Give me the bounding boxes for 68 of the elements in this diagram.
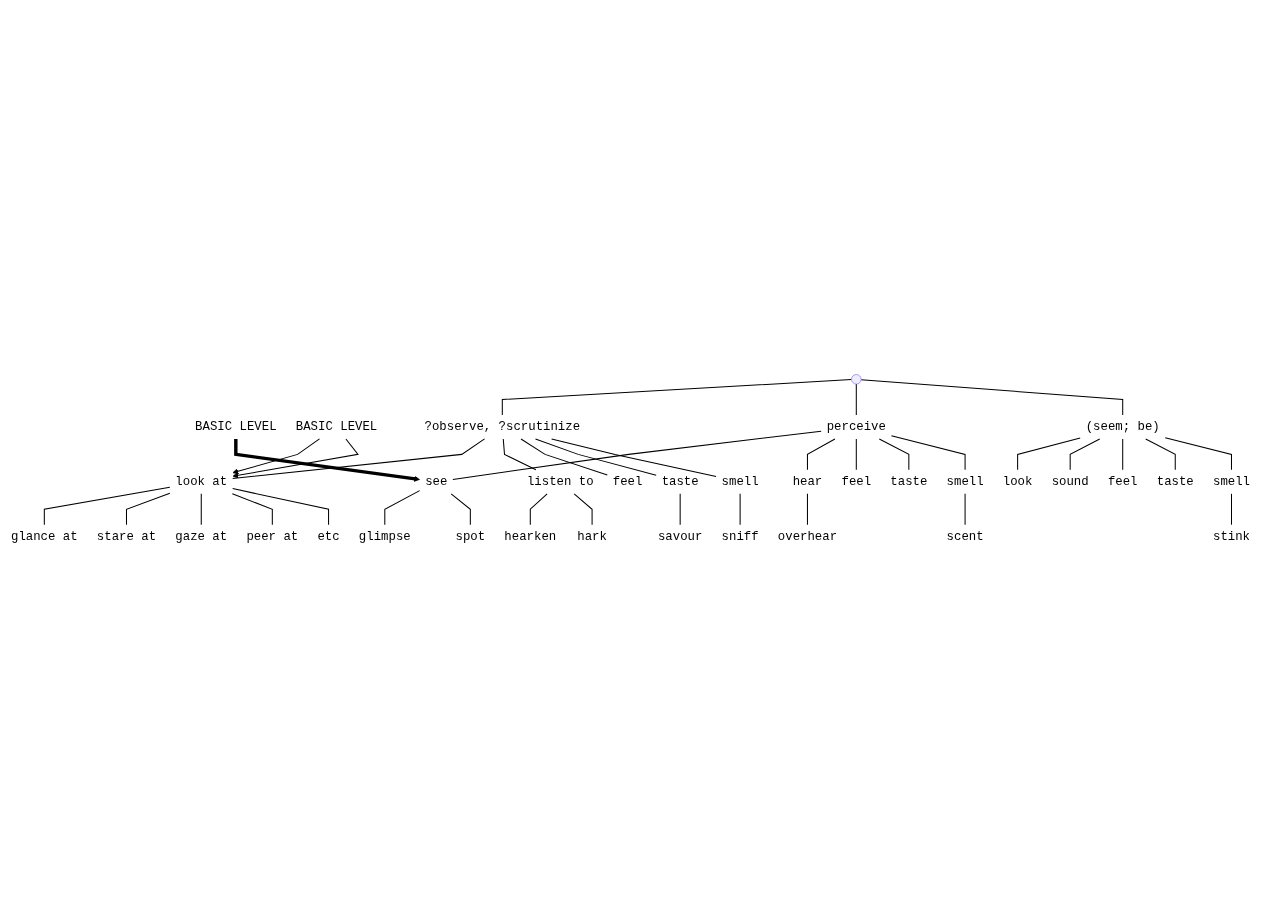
connector bbox=[502, 438, 537, 471]
node-text: smell bbox=[946, 475, 984, 489]
connector bbox=[452, 431, 822, 481]
node-text: savour bbox=[657, 529, 703, 544]
node-text: BASIC LEVEL bbox=[195, 420, 277, 434]
connector bbox=[551, 438, 717, 478]
connector bbox=[501, 379, 852, 416]
connector bbox=[384, 490, 421, 526]
connector bbox=[860, 379, 1124, 416]
node-text: BASIC LEVEL bbox=[295, 420, 378, 434]
node-text: hark bbox=[577, 529, 607, 544]
connector bbox=[43, 487, 171, 526]
connector bbox=[855, 384, 857, 416]
connector bbox=[520, 438, 608, 476]
connector bbox=[1145, 438, 1176, 471]
connector bbox=[679, 493, 681, 526]
connector bbox=[450, 493, 471, 526]
node-text: scent bbox=[946, 529, 984, 544]
node-text: glance at bbox=[10, 529, 78, 544]
node-text: taste bbox=[661, 475, 699, 489]
node-text: etc bbox=[317, 529, 340, 544]
connector bbox=[890, 435, 966, 471]
arrow bbox=[234, 439, 420, 483]
connector bbox=[534, 438, 657, 477]
connector bbox=[529, 493, 548, 526]
node-text: ?observe, ?scrutinize bbox=[424, 420, 581, 434]
connector bbox=[878, 438, 910, 471]
node-text: gaze at bbox=[175, 529, 228, 544]
node-text: perceive bbox=[826, 420, 886, 434]
connector bbox=[125, 493, 171, 526]
node-text: smell bbox=[721, 475, 759, 489]
connector bbox=[1164, 437, 1232, 471]
node-text: peer at bbox=[246, 529, 299, 544]
node-text: feel bbox=[612, 475, 643, 489]
node-text: overhear bbox=[777, 529, 838, 544]
arrow bbox=[232, 438, 321, 475]
node-text: see bbox=[425, 475, 448, 489]
connector bbox=[1122, 438, 1124, 471]
node-text: spot bbox=[455, 529, 486, 544]
node-text: glimpse bbox=[358, 529, 411, 544]
connector bbox=[232, 488, 330, 526]
node-text: look at bbox=[175, 475, 228, 489]
node-text: hear bbox=[792, 475, 823, 489]
node-point bbox=[851, 374, 862, 385]
node-text: smell bbox=[1212, 475, 1251, 489]
node-text: taste bbox=[1156, 475, 1194, 489]
node-text: look bbox=[1002, 475, 1033, 489]
node-text: (seem; be) bbox=[1085, 420, 1160, 434]
node-text: sound bbox=[1051, 475, 1089, 489]
connector bbox=[231, 493, 273, 526]
connector bbox=[200, 493, 202, 526]
node-text: feel bbox=[1107, 475, 1138, 489]
node-text: stink bbox=[1212, 529, 1251, 544]
node-text: listen to bbox=[526, 475, 594, 489]
node-text: hearken bbox=[504, 529, 557, 544]
connector bbox=[806, 493, 808, 526]
arrow bbox=[232, 438, 359, 479]
connector bbox=[232, 438, 486, 480]
node-text: feel bbox=[841, 475, 872, 489]
connector bbox=[573, 493, 593, 526]
connector bbox=[855, 438, 857, 471]
node-text: taste bbox=[890, 475, 928, 489]
connector bbox=[806, 438, 836, 471]
connector bbox=[1069, 438, 1101, 471]
connector bbox=[1230, 493, 1232, 526]
connector bbox=[1017, 437, 1081, 471]
node-text: stare at bbox=[96, 529, 157, 544]
node-text: sniff bbox=[721, 529, 759, 544]
